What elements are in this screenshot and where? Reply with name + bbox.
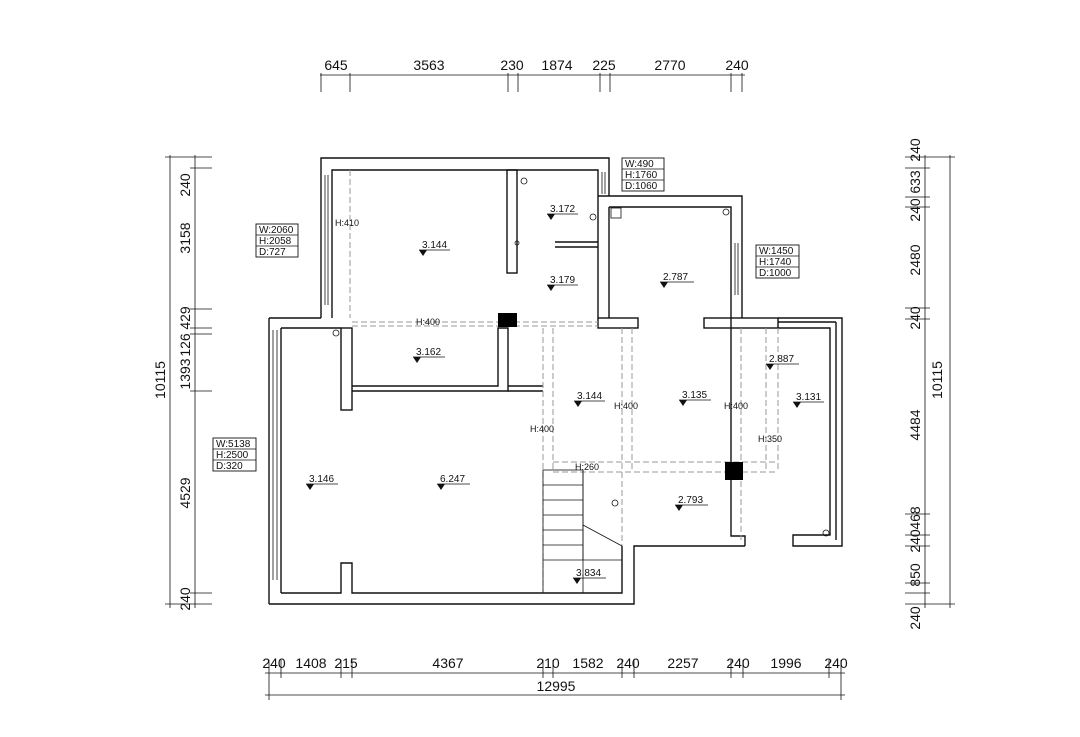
column-2 — [725, 462, 743, 480]
dim-bottom-2: 1408 — [295, 655, 326, 671]
elevation-8-value: 2.887 — [769, 354, 794, 365]
dim-top-7: 240 — [725, 57, 749, 73]
right-dimension-chain: 240 633 240 2480 240 4484 468 240 850 24… — [905, 138, 955, 630]
elevation-9-value: 3.131 — [796, 392, 821, 403]
elevation-6-value: 3.144 — [577, 391, 602, 402]
dim-bottom-5: 210 — [536, 655, 560, 671]
dim-right-7: 468 — [907, 506, 923, 530]
elevation-13-value: 3.834 — [576, 568, 601, 579]
elevation-2-value: 3.144 — [422, 240, 447, 251]
walls — [268, 157, 843, 605]
dim-left-total: 10115 — [152, 361, 168, 399]
beam-height-7: H:260 — [575, 462, 599, 472]
beam-height-1: H:410 — [335, 218, 359, 228]
elevation-10-value: 3.146 — [309, 474, 334, 485]
elevation-marker-3: 3.179 — [547, 275, 578, 291]
dim-bottom-1: 240 — [262, 655, 286, 671]
opening-label-2: W:2060 H:2058 D:727 — [255, 223, 299, 258]
dim-top-3: 230 — [500, 57, 524, 73]
dim-bottom-6: 1582 — [572, 655, 603, 671]
elevation-marker-7: 3.135 — [679, 390, 711, 406]
elevation-marker-8: 2.887 — [766, 354, 799, 370]
beam-lines — [349, 170, 779, 593]
dim-right-8: 240 — [907, 529, 923, 553]
beam-height-6: H:350 — [758, 434, 782, 444]
opening-2-width: W:2060 — [259, 225, 294, 236]
elevation-11-value: 6.247 — [440, 474, 465, 485]
elevation-marker-1: 3.172 — [547, 204, 578, 220]
elevation-12-value: 2.793 — [678, 495, 703, 506]
elevation-3-value: 3.179 — [550, 275, 575, 286]
small-square — [610, 207, 622, 219]
elevation-marker-5: 3.162 — [413, 347, 445, 363]
opening-1-depth: D:1060 — [625, 181, 658, 192]
elevation-marker-4: 2.787 — [660, 272, 694, 288]
dim-bottom-4: 4367 — [432, 655, 463, 671]
dim-bottom-8: 2257 — [667, 655, 698, 671]
dim-bottom-7: 240 — [616, 655, 640, 671]
dim-right-2: 633 — [907, 170, 923, 194]
dim-left-5: 1393 — [177, 358, 193, 389]
opening-1-height: H:1760 — [625, 170, 658, 181]
bottom-dimension-chain: 240 1408 215 4367 210 1582 240 2257 240 … — [262, 655, 848, 700]
opening-2-depth: D:727 — [259, 247, 286, 258]
dim-left-1: 240 — [177, 173, 193, 197]
elevation-marker-12: 2.793 — [675, 495, 708, 511]
dim-left-4: 126 — [177, 333, 193, 357]
dim-right-1: 240 — [907, 138, 923, 162]
dim-right-total: 10115 — [929, 361, 945, 399]
elevation-marker-2: 3.144 — [419, 240, 450, 256]
dim-right-3: 240 — [907, 198, 923, 222]
dim-left-3: 429 — [177, 306, 193, 330]
opening-label-4: W:5138 H:2500 D:320 — [212, 437, 257, 472]
dim-right-4: 2480 — [907, 244, 923, 275]
opening-4-depth: D:320 — [216, 461, 243, 472]
opening-4-height: H:2500 — [216, 450, 249, 461]
dim-right-9: 850 — [907, 563, 923, 587]
left-dimension-chain: 240 3158 429 126 1393 4529 240 10115 — [152, 155, 212, 611]
elevation-4-value: 2.787 — [663, 272, 688, 283]
elevation-marker-10: 3.146 — [306, 474, 338, 490]
elevation-marker-6: 3.144 — [574, 391, 605, 407]
dim-top-5: 225 — [592, 57, 616, 73]
dim-bottom-10: 1996 — [770, 655, 801, 671]
dim-bottom-9: 240 — [726, 655, 750, 671]
opening-1-width: W:490 — [625, 159, 654, 170]
fixture-markers — [332, 177, 830, 537]
column-1 — [498, 313, 517, 327]
opening-3-depth: D:1000 — [759, 268, 792, 279]
dim-left-7: 240 — [177, 587, 193, 611]
dim-left-6: 4529 — [177, 477, 193, 508]
elevation-marker-13: 3.834 — [573, 568, 606, 584]
elevation-1-value: 3.172 — [550, 204, 575, 215]
dim-top-2: 3563 — [413, 57, 444, 73]
beam-height-2: H:400 — [416, 317, 440, 327]
opening-3-height: H:1740 — [759, 257, 792, 268]
elevation-marker-11: 6.247 — [437, 474, 470, 490]
dim-bottom-3: 215 — [334, 655, 358, 671]
dim-right-5: 240 — [907, 306, 923, 330]
opening-label-1: W:490 H:1760 D:1060 — [621, 157, 665, 192]
elevation-7-value: 3.135 — [682, 390, 707, 401]
dim-right-10: 240 — [907, 606, 923, 630]
dim-top-1: 645 — [324, 57, 348, 73]
dim-bottom-total: 12995 — [537, 678, 576, 694]
dim-bottom-11: 240 — [824, 655, 848, 671]
elevation-marker-9: 3.131 — [793, 392, 824, 408]
beam-height-3: H:400 — [530, 424, 554, 434]
opening-4-width: W:5138 — [216, 439, 251, 450]
staircase — [542, 469, 623, 594]
opening-2-height: H:2058 — [259, 236, 292, 247]
elevation-5-value: 3.162 — [416, 347, 441, 358]
top-dimension-chain: 645 3563 230 1874 225 2770 240 — [320, 57, 749, 92]
opening-3-width: W:1450 — [759, 246, 794, 257]
dim-top-4: 1874 — [541, 57, 572, 73]
beam-height-5: H:400 — [724, 401, 748, 411]
dim-right-6: 4484 — [907, 409, 923, 440]
dim-left-2: 3158 — [177, 222, 193, 253]
opening-label-3: W:1450 H:1740 D:1000 — [755, 244, 800, 279]
beam-height-4: H:400 — [614, 401, 638, 411]
dim-top-6: 2770 — [654, 57, 685, 73]
